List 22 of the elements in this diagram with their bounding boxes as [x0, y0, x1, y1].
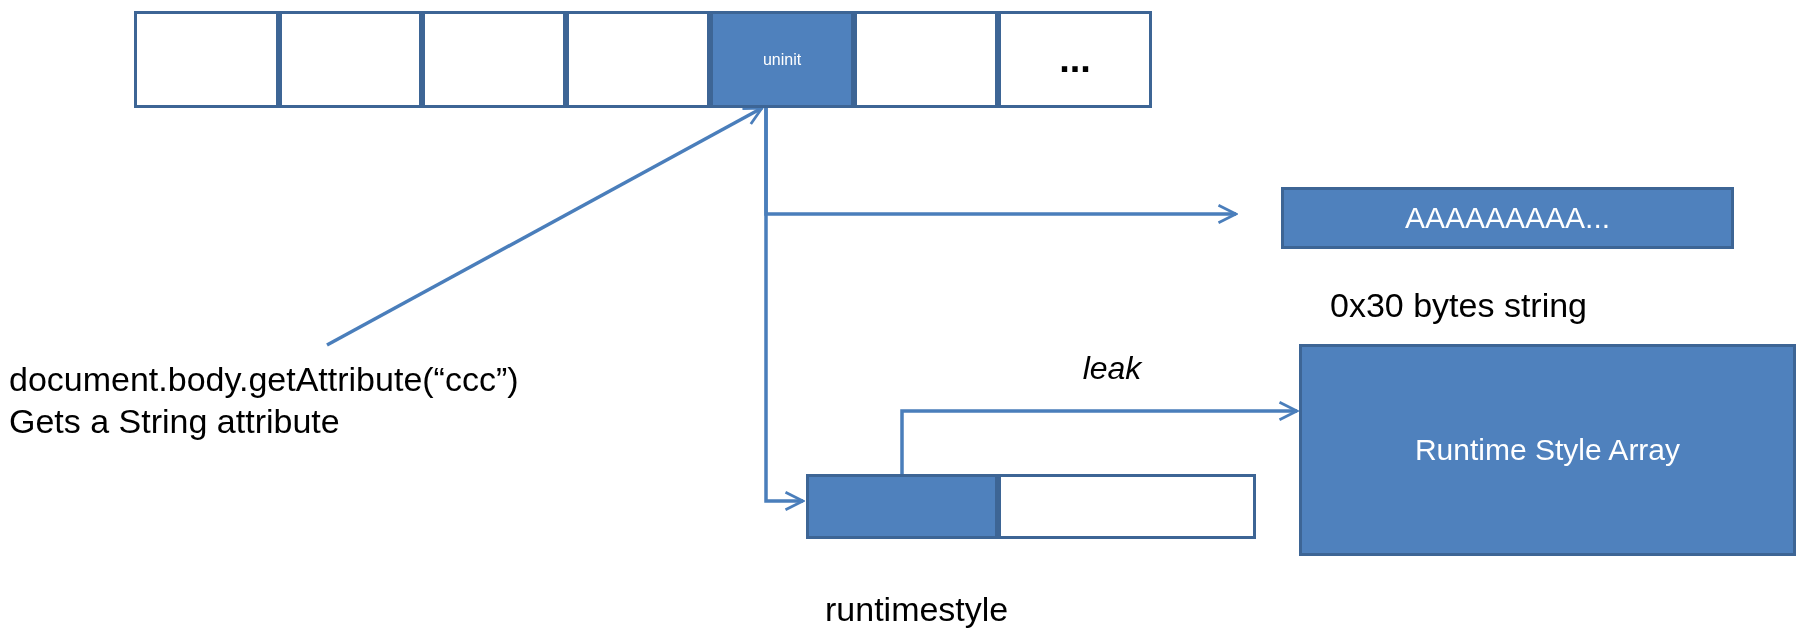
block-label: Runtime Style Array — [1414, 432, 1681, 469]
caption-text: runtimestyle — [825, 590, 1009, 629]
memory-cell — [422, 11, 566, 108]
memory-cell — [806, 474, 998, 539]
memory-block — [1299, 344, 1796, 556]
arrow — [764, 108, 805, 512]
caption-text: 0x30 bytes string — [1330, 286, 1588, 325]
memory-cell — [710, 11, 854, 108]
memory-cell — [566, 11, 710, 108]
memory-cell — [134, 11, 279, 108]
cell-label: uninit — [762, 49, 802, 70]
memory-cell — [854, 11, 998, 108]
memory-block — [1281, 187, 1734, 249]
memory-cell — [998, 11, 1152, 108]
code-text: document.body.getAttribute(“ccc”) — [9, 358, 519, 400]
arrow — [326, 106, 764, 347]
block-label: AAAAAAAAA... — [1404, 200, 1611, 237]
memory-cell — [998, 474, 1256, 539]
arrow — [900, 400, 1299, 474]
cell-label: ... — [1059, 36, 1091, 82]
memory-cell — [279, 11, 422, 108]
description-text: Gets a String attribute — [9, 401, 340, 442]
